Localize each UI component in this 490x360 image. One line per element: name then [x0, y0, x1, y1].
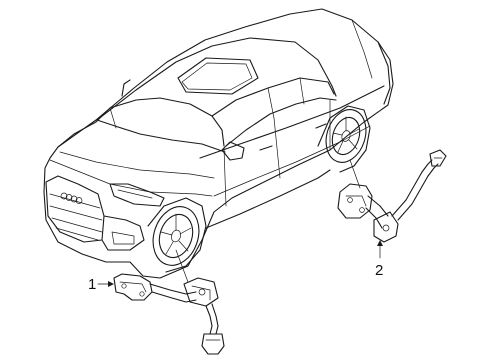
- arrowhead-2: [377, 240, 383, 246]
- rear-level-sensor: [337, 149, 447, 243]
- callout-2: 2: [375, 240, 383, 279]
- callout-number-2: 2: [375, 262, 383, 279]
- front-level-sensor: [113, 273, 225, 355]
- leader-line-rear: [349, 159, 361, 189]
- car-illustration: [43, 8, 394, 279]
- arrowhead-1: [108, 281, 114, 287]
- callout-number-1: 1: [88, 276, 96, 293]
- leader-line-front: [175, 249, 189, 283]
- callout-1: 1: [88, 276, 114, 293]
